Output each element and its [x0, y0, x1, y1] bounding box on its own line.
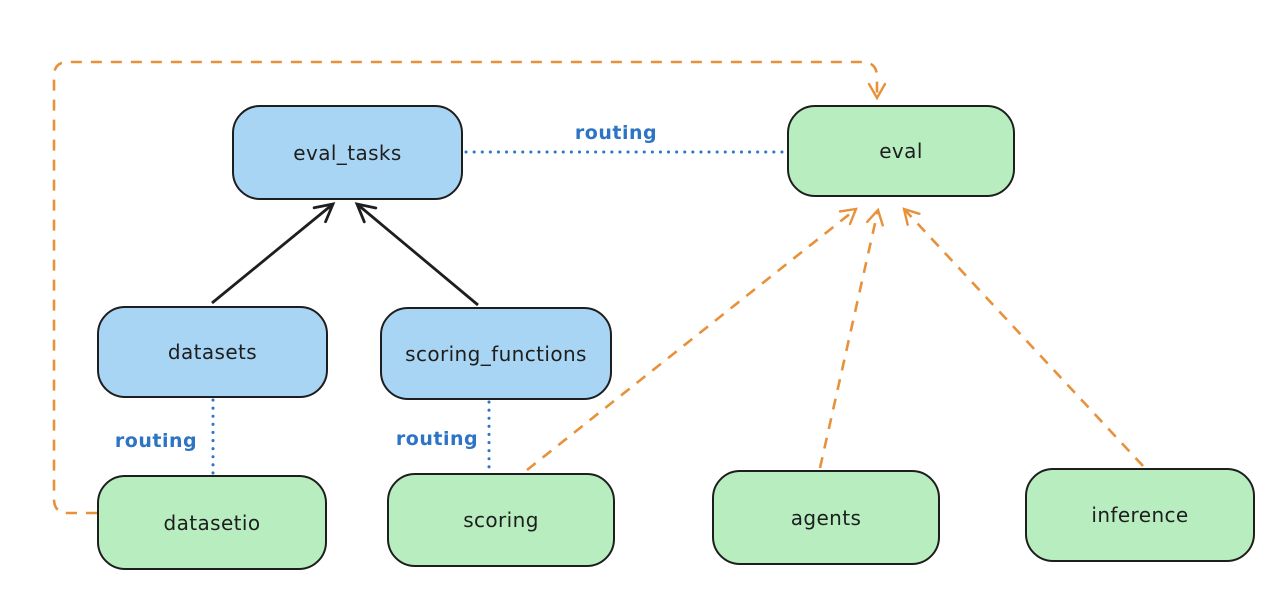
- edge-datasetio-to-eval: [52, 60, 887, 515]
- edge-scoring-functions-to-eval-tasks: [354, 202, 479, 307]
- node-datasets-label: datasets: [167, 340, 258, 364]
- edge-label-routing-top: routing: [574, 122, 658, 144]
- edge-datasets-to-eval-tasks: [211, 202, 336, 305]
- node-scoring-functions: scoring_functions: [380, 307, 612, 400]
- node-eval-label: eval: [879, 139, 923, 163]
- node-agents: agents: [712, 470, 940, 565]
- node-scoring: scoring: [387, 473, 615, 567]
- node-scoring-functions-label: scoring_functions: [405, 341, 587, 366]
- node-datasets: datasets: [97, 306, 328, 398]
- node-inference: inference: [1025, 468, 1255, 562]
- edge-inference-to-eval: [902, 207, 1144, 467]
- node-eval-tasks-label: eval_tasks: [293, 140, 402, 165]
- edge-label-routing-middle: routing: [395, 428, 479, 450]
- node-agents-label: agents: [790, 505, 862, 530]
- edge-scoring-to-eval: [526, 207, 858, 472]
- edge-agents-to-eval: [818, 207, 884, 469]
- edge-label-routing-left: routing: [114, 430, 198, 452]
- node-inference-label: inference: [1091, 503, 1189, 527]
- node-scoring-label: scoring: [463, 508, 539, 532]
- node-eval-tasks: eval_tasks: [232, 105, 463, 200]
- node-datasetio: datasetio: [97, 475, 327, 570]
- node-datasetio-label: datasetio: [163, 510, 261, 535]
- node-eval: eval: [787, 105, 1015, 197]
